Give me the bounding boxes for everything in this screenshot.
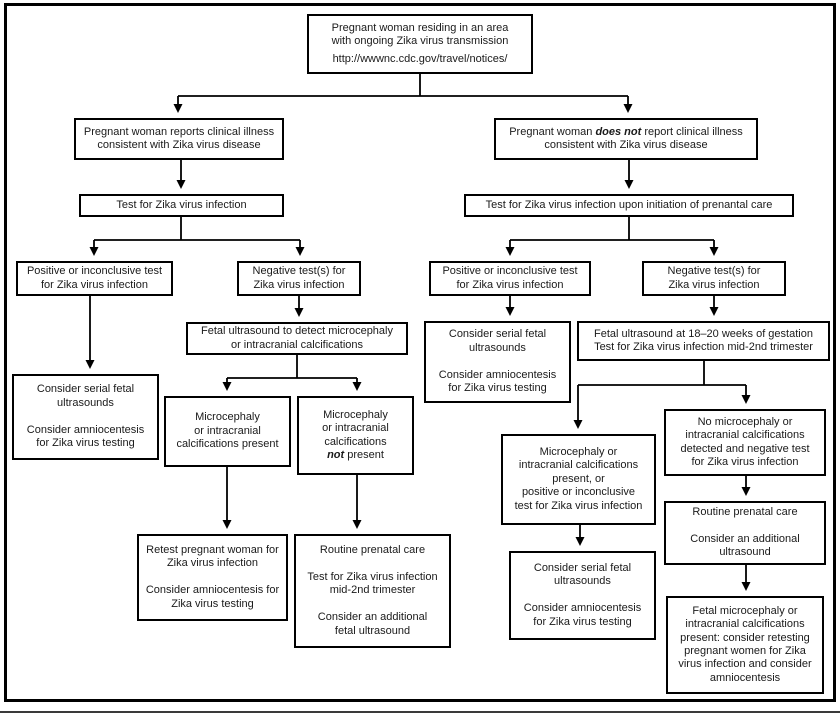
- node-text: Fetal ultrasound at 18–20 weeks of gesta…: [594, 327, 813, 353]
- bottom-rule: [0, 711, 840, 713]
- node-text: Microcephaly or intracranial calcificati…: [322, 408, 389, 461]
- node-test-for-zika-at-prenatal-care: Test for Zika virus infection upon initi…: [464, 194, 794, 217]
- node-fetal-calc-present-retest: Fetal microcephaly or intracranial calci…: [666, 596, 824, 694]
- node-text: Negative test(s) for Zika virus infectio…: [667, 265, 761, 291]
- node-text: Retest pregnant woman for Zika virus inf…: [145, 543, 280, 610]
- node-text: No microcephaly or intracranial calcific…: [680, 415, 810, 468]
- node-left-routine-prenatal-care: Routine prenatal care Test for Zika viru…: [294, 534, 451, 648]
- node-left-serial-ultrasounds-amnio: Consider serial fetal ultrasounds Consid…: [12, 374, 159, 460]
- node-text: Consider serial fetal ultrasounds Consid…: [523, 561, 642, 628]
- node-right-serial-ultrasounds-amnio: Consider serial fetal ultrasounds Consid…: [424, 321, 571, 403]
- connector-arrows: [85, 96, 751, 591]
- node-root-pregnant-woman-in-zika-area: Pregnant woman residing in an area with …: [307, 14, 533, 74]
- node-text: Microcephaly or intracranial calcificati…: [176, 411, 279, 451]
- node-text: Positive or inconclusive test for Zika v…: [26, 265, 163, 291]
- node-calcifications-not-present: Microcephaly or intracranial calcificati…: [297, 396, 414, 475]
- node-text: Microcephaly or intracranial calcificati…: [514, 445, 643, 512]
- node-text: Fetal microcephaly or intracranial calci…: [678, 604, 812, 684]
- node-right-serial-ultrasounds-amnio-2: Consider serial fetal ultrasounds Consid…: [509, 551, 656, 640]
- does-not-emphasis: does not: [595, 125, 642, 138]
- node-text: Pregnant woman reports clinical illness …: [83, 125, 275, 151]
- node-text: Fetal ultrasound to detect microcephaly …: [201, 325, 393, 351]
- node-text: Test for Zika virus infection: [116, 198, 247, 211]
- node-left-positive-inconclusive-test: Positive or inconclusive test for Zika v…: [16, 261, 173, 296]
- node-text: Test for Zika virus infection upon initi…: [485, 198, 773, 211]
- node-no-calc-negative-test: No microcephaly or intracranial calcific…: [664, 409, 826, 476]
- node-text: Pregnant woman does not report clinical …: [509, 125, 743, 151]
- node-text: Routine prenatal care Consider an additi…: [690, 506, 800, 559]
- connector-rails: [94, 74, 746, 386]
- figure-border-frame: [4, 3, 836, 702]
- node-calcifications-present: Microcephaly or intracranial calcificati…: [164, 396, 291, 467]
- node-calc-present-or-positive-test: Microcephaly or intracranial calcificati…: [501, 434, 656, 525]
- node-text: Pregnant woman residing in an area with …: [331, 21, 509, 48]
- node-fetal-ultrasound-detect: Fetal ultrasound to detect microcephaly …: [186, 322, 408, 355]
- node-right-positive-inconclusive-test: Positive or inconclusive test for Zika v…: [429, 261, 591, 296]
- node-retest-pregnant-woman: Retest pregnant woman for Zika virus inf…: [137, 534, 288, 621]
- node-reports-clinical-illness: Pregnant woman reports clinical illness …: [74, 118, 284, 160]
- node-right-negative-test: Negative test(s) for Zika virus infectio…: [642, 261, 786, 296]
- node-does-not-report-clinical-illness: Pregnant woman does not report clinical …: [494, 118, 758, 160]
- not-emphasis: not: [327, 448, 345, 461]
- node-text: Positive or inconclusive test for Zika v…: [442, 265, 578, 291]
- node-ultrasound-18-20-weeks: Fetal ultrasound at 18–20 weeks of gesta…: [577, 321, 830, 361]
- node-text: Routine prenatal care Test for Zika viru…: [307, 544, 438, 637]
- node-text: Negative test(s) for Zika virus infectio…: [252, 265, 346, 291]
- node-left-negative-test: Negative test(s) for Zika virus infectio…: [237, 261, 361, 296]
- node-text: Consider serial fetal ultrasounds Consid…: [438, 328, 557, 395]
- node-test-for-zika: Test for Zika virus infection: [79, 194, 284, 217]
- node-right-routine-prenatal-care: Routine prenatal care Consider an additi…: [664, 501, 826, 565]
- cdc-travel-notices-url: http://wwwnc.cdc.gov/travel/notices/: [332, 52, 508, 65]
- node-text: Consider serial fetal ultrasounds Consid…: [26, 383, 145, 450]
